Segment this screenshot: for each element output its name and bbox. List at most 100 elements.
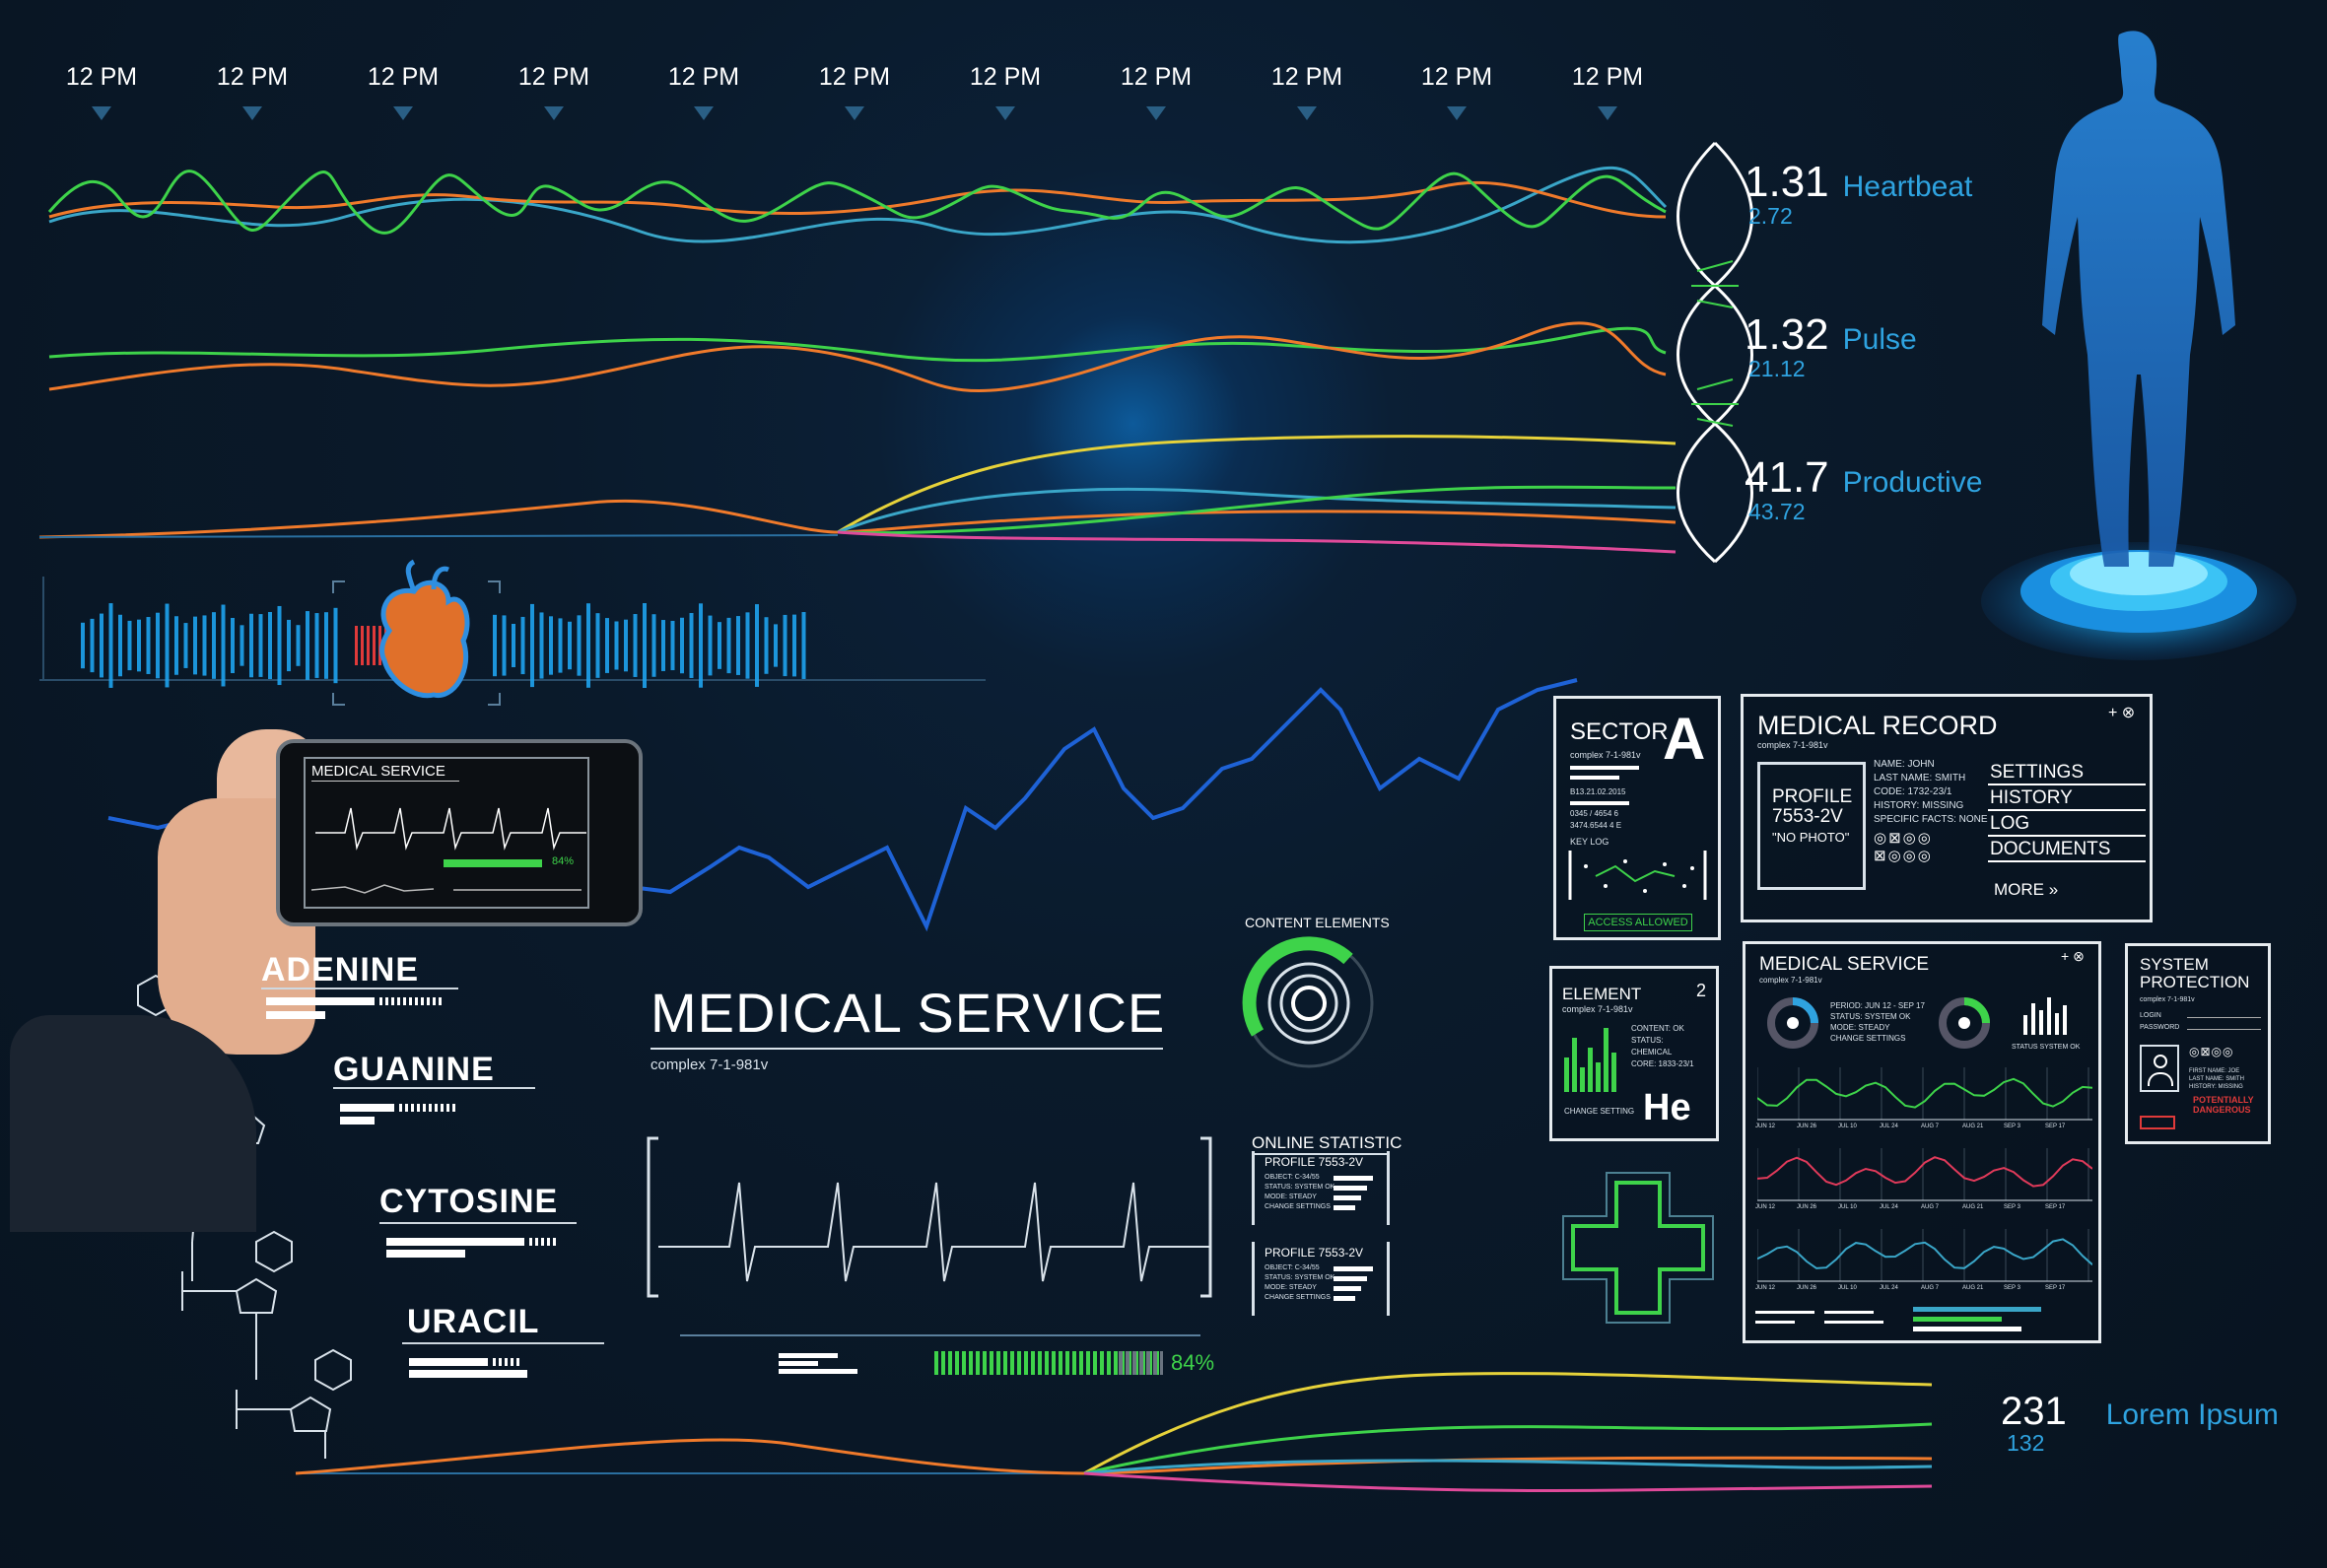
- wave-green: [47, 170, 1667, 235]
- element-bar-chart: [1564, 1028, 1616, 1092]
- audio-bar: [736, 616, 740, 675]
- readout-label: Lorem Ipsum: [2105, 1398, 2279, 1431]
- online-statistic-title: ONLINE STATISTIC: [1252, 1133, 1403, 1152]
- sector-subtitle: complex 7-1-981v: [1570, 750, 1641, 760]
- service-status: STATUS SYSTEM OK: [2012, 1044, 2081, 1051]
- link-history[interactable]: HISTORY: [1990, 787, 2073, 808]
- audio-bar: [595, 613, 600, 678]
- link-settings[interactable]: SETTINGS: [1990, 762, 2085, 783]
- service-date-label: JUN 26: [1797, 1285, 1817, 1291]
- audio-bar: [755, 604, 759, 687]
- dna-rung: [1696, 300, 1734, 308]
- audio-bar: [680, 617, 684, 674]
- audio-bar: [624, 619, 628, 672]
- access-allowed-badge: ACCESS ALLOWED: [1584, 914, 1692, 931]
- service-date-label: AUG 7: [1921, 1124, 1940, 1129]
- timeline-label: 12 PM: [517, 63, 590, 91]
- element-line-3: CHEMICAL: [1631, 1048, 1673, 1057]
- sector-letter: A: [1663, 706, 1706, 772]
- medical-service-panel-subtitle: complex 7-1-981v: [1759, 976, 1822, 985]
- timeline-label: 12 PM: [216, 63, 289, 91]
- dna-rung: [1696, 418, 1734, 427]
- timeline-label: 12 PM: [969, 63, 1042, 91]
- audio-bar: [699, 603, 703, 688]
- audio-bar: [801, 612, 806, 679]
- timeline-marker-icon: [845, 106, 864, 120]
- more-label: MORE: [1994, 880, 2044, 899]
- service-add-close-icon[interactable]: + ⊗: [2061, 948, 2085, 964]
- timeline-marker-icon: [1447, 106, 1467, 120]
- audio-bar-alert: [373, 626, 376, 665]
- no-photo-label: "NO PHOTO": [1772, 830, 1850, 845]
- mini-bars: [779, 1353, 877, 1375]
- audio-bar: [127, 620, 132, 671]
- element-symbol: He: [1643, 1087, 1691, 1128]
- label-uracil: URACIL: [407, 1303, 540, 1340]
- record-field-history: HISTORY: MISSING: [1874, 800, 1964, 811]
- phone-title: MEDICAL SERVICE: [311, 763, 445, 780]
- audio-bar: [231, 617, 235, 674]
- timeline-label: 12 PM: [1270, 63, 1343, 91]
- audio-bar: [670, 620, 675, 671]
- element-line-4: CORE: 1833-23/1: [1631, 1059, 1694, 1068]
- audio-bar: [539, 612, 544, 679]
- link-log[interactable]: LOG: [1990, 813, 2030, 834]
- audio-bar: [296, 625, 301, 666]
- audio-bar: [240, 625, 244, 666]
- audio-bar: [193, 616, 197, 675]
- sector-code-1: B13.21.02.2015: [1570, 787, 1626, 796]
- smartphone: MEDICAL SERVICE 84%: [276, 739, 643, 926]
- element-panel: ELEMENT 2 complex 7-1-981v CONTENT: OK S…: [1549, 966, 1719, 1141]
- service-date-label: AUG 21: [1962, 1285, 1984, 1291]
- bottom-spread-lines: [295, 1372, 1933, 1493]
- link-documents[interactable]: DOCUMENTS: [1990, 839, 2111, 859]
- audio-bar: [333, 607, 338, 684]
- readout-sub: 2.72: [1748, 203, 1793, 229]
- content-elements-dial: [1242, 936, 1374, 1068]
- audio-bar: [90, 618, 95, 673]
- statistic-card-line: MODE: STEADY: [1265, 1284, 1317, 1291]
- more-link[interactable]: MORE »: [1994, 880, 2058, 900]
- readout-value: 231: [2001, 1390, 2067, 1433]
- timeline-label: 12 PM: [367, 63, 440, 91]
- audio-bar: [764, 617, 769, 674]
- audio-bar: [108, 603, 113, 688]
- statistic-card-title: PROFILE 7553-2V: [1265, 1155, 1364, 1169]
- readout-value: 1.32: [1745, 310, 1829, 359]
- element-change-setting[interactable]: CHANGE SETTING: [1564, 1107, 1635, 1116]
- label-adenine: ADENINE: [261, 951, 420, 989]
- timeline-label: 12 PM: [818, 63, 891, 91]
- audio-bar: [689, 613, 694, 678]
- audio-bar: [81, 622, 85, 669]
- medical-record-panel: MEDICAL RECORD + ⊗ complex 7-1-981v PROF…: [1741, 694, 2153, 922]
- audio-bar: [212, 612, 216, 679]
- audio-bar: [783, 614, 787, 677]
- medical-record-title: MEDICAL RECORD: [1757, 711, 1998, 740]
- record-field-facts: SPECIFIC FACTS: NONE: [1874, 814, 1988, 825]
- service-info-4: CHANGE SETTINGS: [1830, 1034, 1906, 1043]
- readout-sub: 43.72: [1748, 499, 1806, 524]
- medical-cross-icon: [1571, 1181, 1705, 1315]
- record-field-code: CODE: 1732-23/1: [1874, 786, 1952, 797]
- label-cytosine: CYTOSINE: [379, 1183, 559, 1220]
- productive-lines: [38, 435, 1677, 554]
- audio-bar: [100, 613, 103, 678]
- audio-bar: [586, 603, 590, 688]
- password-input[interactable]: [2187, 1029, 2261, 1030]
- audio-bar: [202, 615, 207, 676]
- audio-bar: [661, 620, 665, 671]
- service-date-label: JUL 24: [1880, 1285, 1898, 1291]
- audio-bar: [174, 616, 178, 675]
- readout-value: 1.31: [1745, 158, 1829, 206]
- record-add-close-icon[interactable]: + ⊗: [2108, 705, 2136, 721]
- statistic-card-line: CHANGE SETTINGS: [1265, 1294, 1331, 1301]
- statistic-card-line: OBJECT: C-34/55: [1265, 1174, 1320, 1181]
- login-input[interactable]: [2187, 1017, 2261, 1018]
- service-date-label: JUL 10: [1838, 1285, 1857, 1291]
- audio-bar: [708, 615, 713, 676]
- phone-screen: MEDICAL SERVICE 84%: [304, 757, 589, 909]
